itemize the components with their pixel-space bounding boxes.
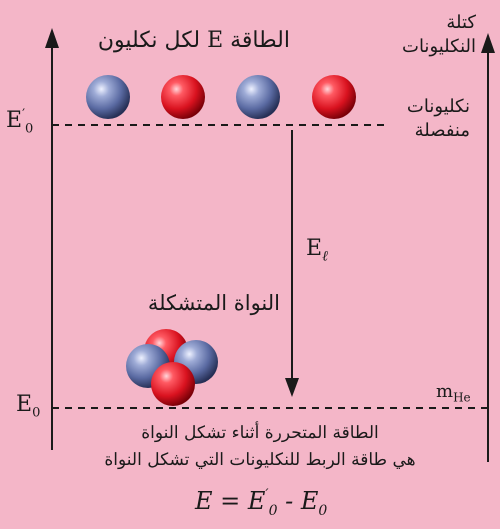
nucleus-label: النواة المتشكلة	[147, 291, 280, 315]
level-top-desc-line1: نكليونات	[406, 96, 470, 117]
separated-proton-2	[312, 75, 356, 119]
mass-axis-label-line1: كتلة	[446, 12, 476, 33]
energy-axis-title: الطاقة E لكل نكليون	[97, 28, 290, 53]
separated-neutron-2	[236, 75, 280, 119]
mass-axis-arrowhead	[481, 33, 495, 53]
binding-energy-arrowhead	[285, 378, 299, 397]
binding-energy-formula: E = E′0 - E0	[195, 487, 328, 519]
level-bottom-label: E0	[16, 392, 41, 421]
caption-line2: هي طاقة الربط للنكليونات التي تشكل النوا…	[104, 450, 416, 470]
mass-helium-label: mHe	[436, 381, 471, 405]
level-top-desc-line2: منفصلة	[414, 120, 470, 141]
mass-axis-label-line2: النكليونات	[402, 36, 476, 57]
caption-line1: الطاقة المتحررة أثناء تشكل النواة	[141, 423, 379, 443]
energy-axis-arrowhead	[45, 28, 59, 48]
level-top-label: E′0	[6, 107, 34, 137]
binding-energy-label: Eℓ	[306, 236, 328, 265]
separated-neutron-1	[86, 75, 130, 119]
separated-proton-1	[161, 75, 205, 119]
nucleus-proton-front	[151, 362, 195, 406]
